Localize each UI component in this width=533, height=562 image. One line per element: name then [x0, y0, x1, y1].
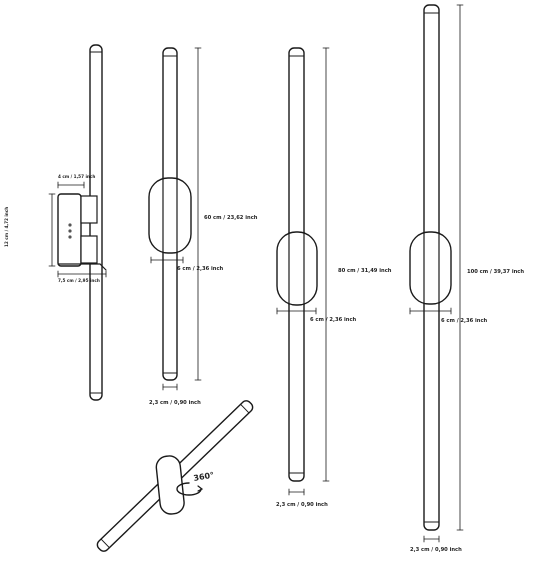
lamp60-tube-label: 2,3 cm / 0,90 inch: [149, 400, 201, 406]
lamp-60cm: [148, 47, 202, 391]
lamp-80cm: [276, 47, 330, 496]
side-width-label: 4 cm / 1,57 inch: [58, 174, 95, 179]
lamp100-tube-label: 2,3 cm / 0,90 inch: [410, 547, 462, 553]
lamp100-base-label: 6 cm / 2,36 inch: [441, 318, 488, 324]
rotation-label: 360°: [193, 471, 215, 483]
lamp80-base-label: 6 cm / 2,36 inch: [310, 317, 357, 323]
rotated-lamp: [96, 400, 254, 552]
lamp100-length-label: 100 cm / 39,37 inch: [467, 269, 524, 275]
lamp60-length-label: 60 cm / 23,62 inch: [204, 215, 258, 221]
lamp60-base-label: 6 cm / 2,36 inch: [177, 266, 224, 272]
rotate-360-icon: [176, 482, 204, 496]
side-depth-label: 7,5 cm / 2,95 inch: [58, 278, 100, 283]
lamp80-tube-label: 2,3 cm / 0,90 inch: [276, 502, 328, 508]
side-height-label: 12 cm / 4,72 inch: [4, 207, 9, 247]
lamp-100cm: [409, 4, 464, 543]
lamp80-length-label: 80 cm / 31,49 inch: [338, 268, 392, 274]
side-view-lamp: [48, 44, 107, 401]
